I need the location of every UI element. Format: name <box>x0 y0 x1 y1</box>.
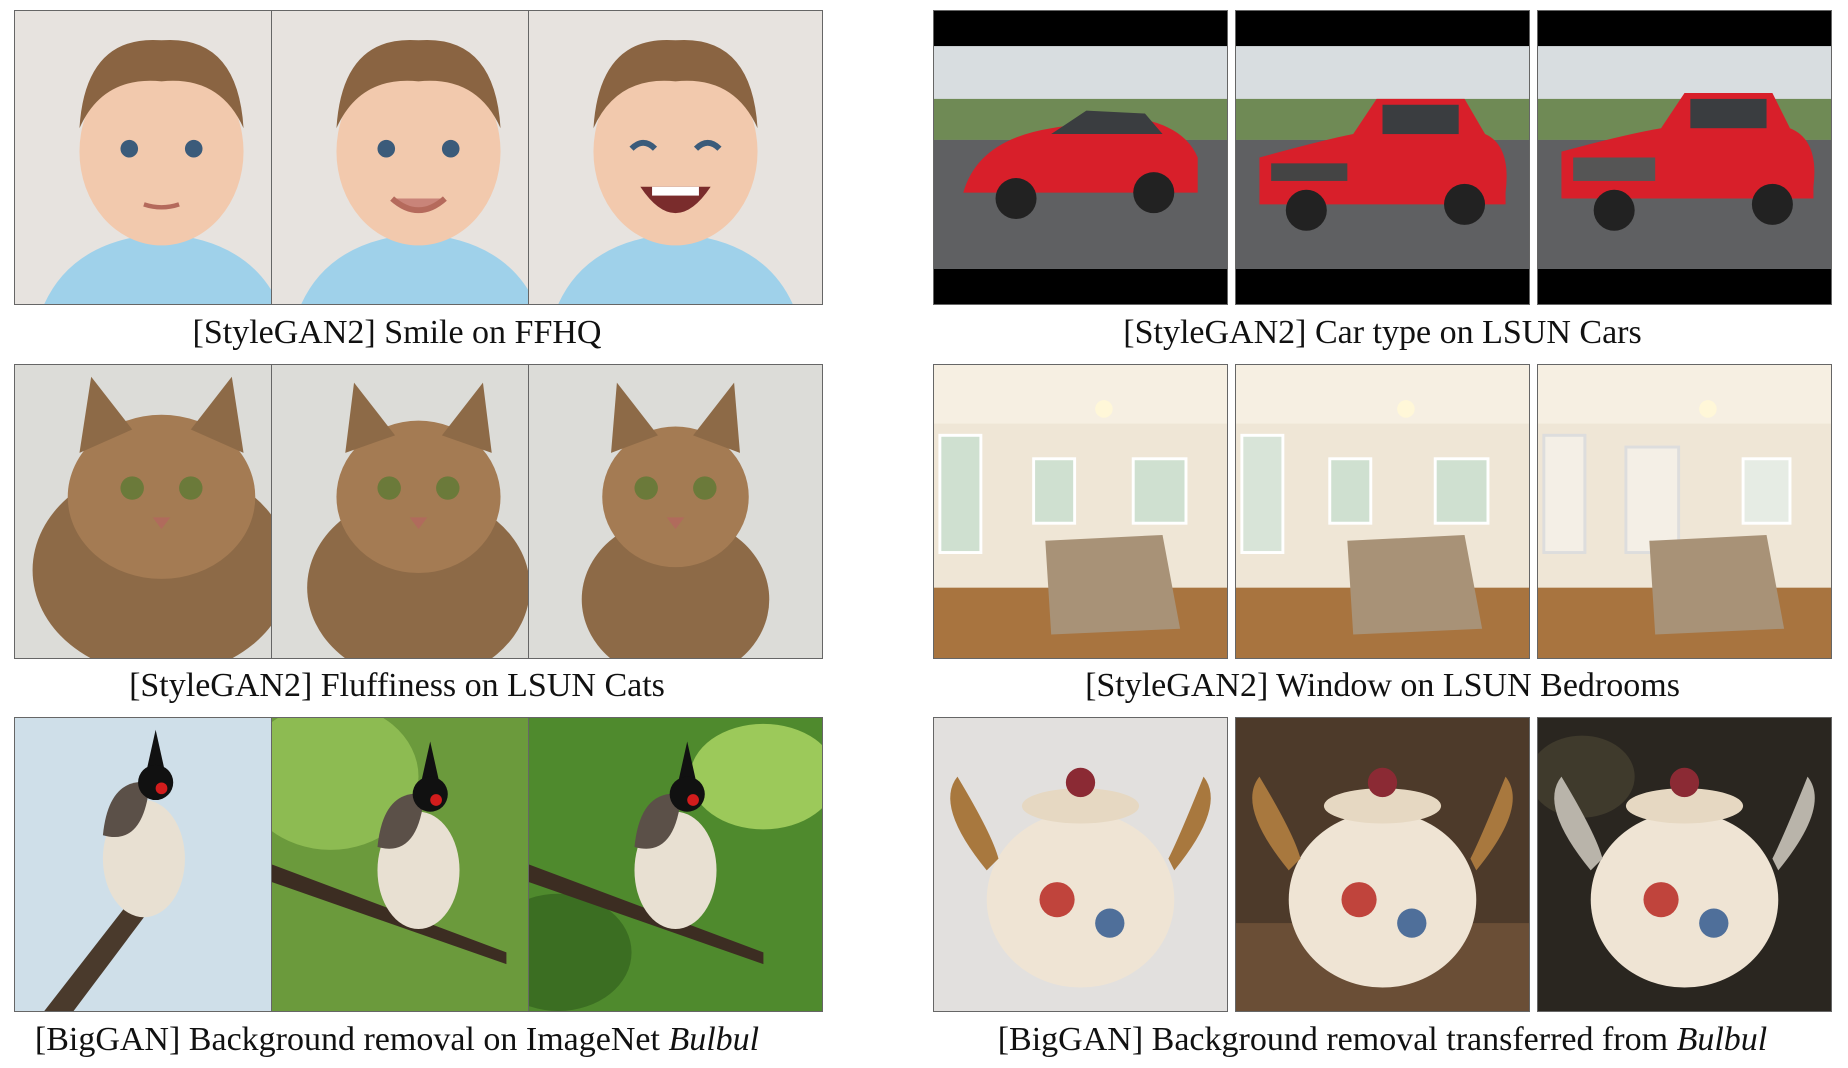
caption-window-bedrooms: [StyleGAN2] Window on LSUN Bedrooms <box>933 664 1832 708</box>
caption-teapot-transfer: [BigGAN] Background removal transferred … <box>933 1018 1832 1062</box>
red-car-classic-image <box>1235 10 1530 305</box>
caption-italic-term: Bulbul <box>1676 1021 1768 1058</box>
baby-face-laugh-image <box>528 10 823 305</box>
panel-smile-ffhq <box>14 10 823 305</box>
red-car-vintage-image <box>1537 10 1832 305</box>
bedroom-no-windows-image <box>1537 364 1832 659</box>
bulbul-sky-image <box>14 717 309 1012</box>
panel-teapot-transfer <box>933 717 1832 1012</box>
panel-bulbul-background <box>14 717 823 1012</box>
caption-text: [BigGAN] Background removal on ImageNet <box>34 1021 669 1058</box>
caption-car-type: [StyleGAN2] Car type on LSUN Cars <box>933 311 1832 355</box>
caption-text: [StyleGAN2] Window on LSUN Bedrooms <box>1085 667 1680 704</box>
cat-fluffy-image <box>14 364 309 659</box>
caption-text: [BigGAN] Background removal transferred … <box>997 1021 1677 1058</box>
caption-fluffiness-cats: [StyleGAN2] Fluffiness on LSUN Cats <box>14 664 780 708</box>
caption-italic-term: Bulbul <box>668 1021 760 1058</box>
teapot-studio-bg-image <box>933 717 1228 1012</box>
teapot-wood-bg-image <box>1235 717 1530 1012</box>
panel-window-bedrooms <box>933 364 1832 659</box>
bedroom-many-windows-image <box>933 364 1228 659</box>
cat-short-fur-image <box>528 364 823 659</box>
caption-text: [StyleGAN2] Smile on FFHQ <box>192 314 602 351</box>
caption-smile-ffhq: [StyleGAN2] Smile on FFHQ <box>14 311 780 355</box>
baby-face-smile-image <box>271 10 566 305</box>
bulbul-leaves-bg-image <box>528 717 823 1012</box>
bulbul-green-bg-image <box>271 717 566 1012</box>
baby-face-neutral-image <box>14 10 309 305</box>
caption-bulbul-background: [BigGAN] Background removal on ImageNet … <box>14 1018 780 1062</box>
teapot-dark-bg-image <box>1537 717 1832 1012</box>
cat-medium-image <box>271 364 566 659</box>
bedroom-fewer-windows-image <box>1235 364 1530 659</box>
panel-fluffiness-cats <box>14 364 823 659</box>
panel-car-type <box>933 10 1832 305</box>
caption-text: [StyleGAN2] Fluffiness on LSUN Cats <box>129 667 665 704</box>
red-car-modern-image <box>933 10 1228 305</box>
caption-text: [StyleGAN2] Car type on LSUN Cars <box>1123 314 1642 351</box>
